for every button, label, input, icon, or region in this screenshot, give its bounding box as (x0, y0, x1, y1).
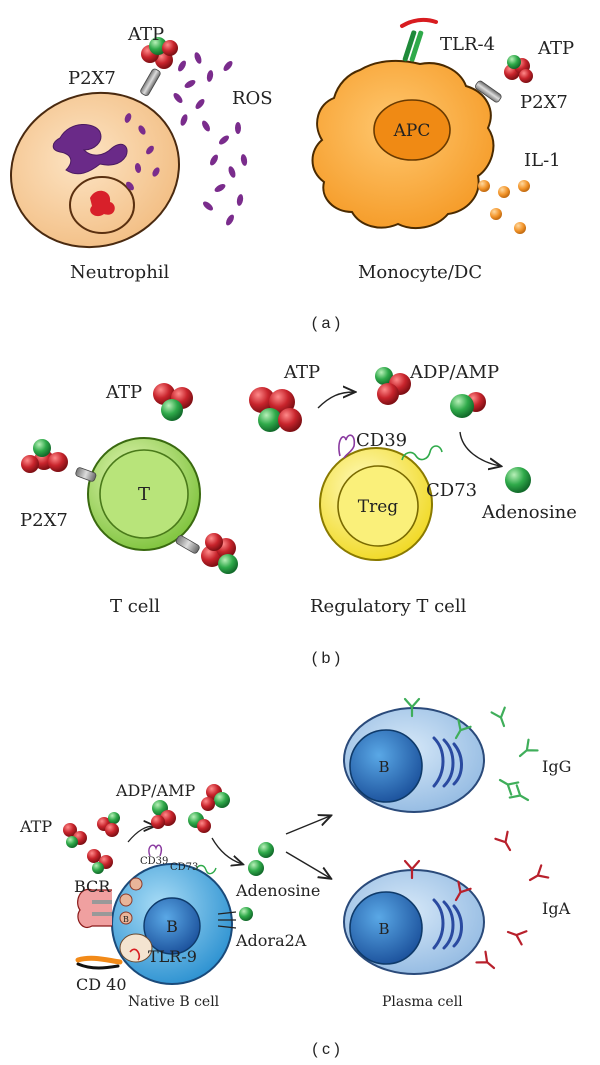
free-atp-molecule (153, 383, 193, 421)
monocyte-name: Monocyte/DC (358, 262, 482, 283)
igg-label: IgG (542, 757, 571, 776)
cd40-label: CD 40 (76, 975, 127, 994)
monocyte-p2x7-label: P2X7 (520, 92, 568, 113)
il1-label: IL-1 (524, 150, 561, 171)
tcell-nucleus-label: T (138, 484, 150, 505)
tcell-nucleus (99, 449, 189, 539)
neutrophil-name: Neutrophil (70, 262, 170, 283)
native-bcell: B B (75, 844, 237, 985)
cd40-receptor (75, 955, 123, 965)
adora2a-label: Adora2A (235, 931, 307, 950)
tcell-atp-label: ATP (105, 382, 142, 403)
bcell-adenosine-molecules (248, 842, 274, 876)
treg-adenosine-label: Adenosine (481, 502, 577, 523)
tlr9-label: TLR-9 (148, 947, 197, 966)
tcell-p2x7-label: P2X7 (20, 510, 68, 531)
il1-particles (478, 180, 530, 234)
tcell-atp-receptor-lower (201, 533, 238, 574)
cd39-label: CD39 (356, 430, 407, 451)
tlr4-receptor (400, 17, 438, 62)
cd39-enzyme (338, 434, 356, 459)
bcr-label: BCR (74, 877, 111, 896)
igg-antibodies (490, 706, 539, 808)
monocyte-cell: APC TLR-4 ATP P2X7 (311, 17, 574, 234)
bcell-adp-amp-label: ADP/AMP (115, 781, 195, 800)
bcell-nucleus-label: B (166, 917, 178, 936)
monocyte-atp-label: ATP (537, 38, 574, 59)
treg-atp-molecule (249, 387, 302, 432)
bcell-atp-label: ATP (19, 817, 52, 836)
plasma-upper-nucleus-label: B (378, 758, 389, 776)
panel-c-caption: ( c ) (312, 1041, 340, 1058)
adenosine-molecule (505, 467, 531, 493)
iga-antibodies (475, 830, 550, 975)
plasma-cell-lower: B (343, 859, 485, 975)
plasma-cell-upper: B (343, 697, 485, 813)
iga-label: IgA (542, 899, 571, 918)
ros-label: ROS (232, 88, 273, 109)
treg-name: Regulatory T cell (310, 596, 467, 617)
cd73-enzyme (401, 445, 443, 461)
adora2a-ligand (239, 907, 253, 921)
cd39-c-label: CD39 (140, 856, 168, 867)
treg-nucleus-label: Treg (358, 497, 399, 517)
cd73-c-label: CD73 (170, 862, 198, 873)
neutrophil-lobed-nucleus (52, 124, 128, 175)
neutrophil-p2x7-label: P2X7 (68, 68, 116, 89)
treg-adp-amp-label: ADP/AMP (409, 362, 499, 383)
amp-molecule (450, 392, 486, 418)
bcell-granule-label: B (123, 915, 129, 924)
plasma-lower-nucleus-label: B (378, 920, 389, 938)
apc-label: APC (393, 121, 431, 141)
bcell-adenosine-label: Adenosine (235, 881, 320, 900)
panel-a-caption: ( a ) (312, 315, 340, 332)
neutrophil-vesicle (69, 176, 135, 234)
bcell-adp-amp-molecules (151, 784, 230, 833)
tcell-name: T cell (110, 596, 160, 617)
neutrophil-atp-label: ATP (127, 24, 164, 45)
plasma-name: Plasma cell (382, 994, 463, 1010)
monocyte-atp-molecule (504, 55, 533, 83)
neutrophil-atp-molecule (141, 37, 178, 69)
adp-amp-molecule (375, 367, 411, 405)
cd73-label: CD73 (426, 480, 477, 501)
tlr4-label: TLR-4 (440, 34, 495, 55)
bcell-atp-molecules (63, 812, 120, 874)
tcell: T (21, 437, 238, 574)
ros-particles (173, 52, 248, 226)
bcell-name: Native B cell (128, 994, 220, 1010)
treg-cell: Treg (319, 434, 443, 561)
panel-b: ATP T (20, 362, 577, 667)
treg-atp-label: ATP (283, 362, 320, 383)
panel-c: ATP ADP/AMP Adenosi (19, 697, 571, 1058)
bcr-receptor (77, 888, 112, 928)
tcell-atp-receptor-upper (21, 439, 68, 473)
treg-nucleus (337, 465, 419, 547)
apc-nucleus (373, 99, 451, 161)
bcell-nucleus (143, 897, 201, 955)
panel-b-caption: ( b ) (312, 650, 340, 667)
neutrophil-cell: ATP P2X7 (10, 24, 273, 249)
panel-a: ATP P2X7 (10, 17, 574, 332)
